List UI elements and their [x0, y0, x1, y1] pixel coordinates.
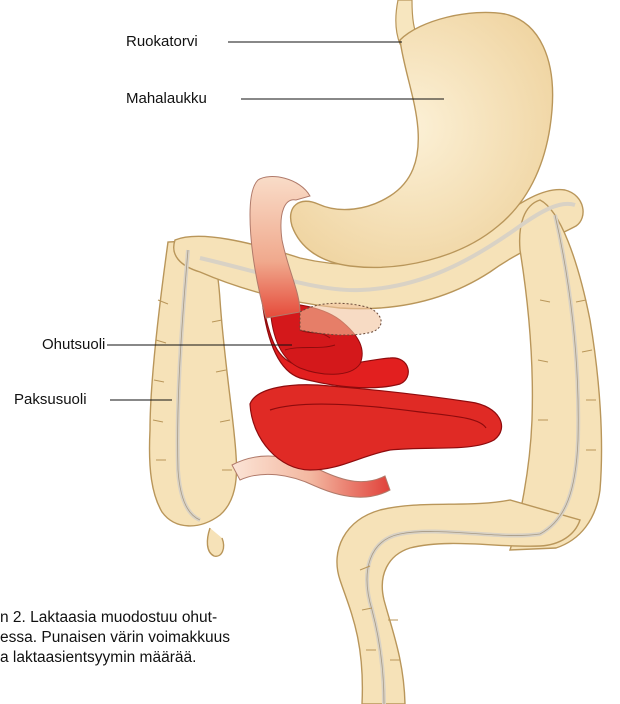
- label-stomach: Mahalaukku: [126, 90, 207, 108]
- ascending-colon: [150, 240, 237, 526]
- figure-caption: n 2. Laktaasia muodostuu ohut- essa. Pun…: [0, 608, 230, 668]
- label-small-intestine: Ohutsuoli: [42, 336, 105, 354]
- appendix: [207, 528, 223, 556]
- dotted-outline: [300, 303, 381, 335]
- caption-line-3: a laktaasientsyymin määrää.: [0, 648, 230, 668]
- label-esophagus: Ruokatorvi: [126, 33, 198, 51]
- caption-line-1: n 2. Laktaasia muodostuu ohut-: [0, 608, 230, 628]
- ileum-loop: [250, 385, 502, 470]
- descending-colon: [510, 200, 602, 550]
- label-large-intestine: Paksusuoli: [14, 391, 87, 409]
- caption-line-2: essa. Punaisen värin voimakkuus: [0, 628, 230, 648]
